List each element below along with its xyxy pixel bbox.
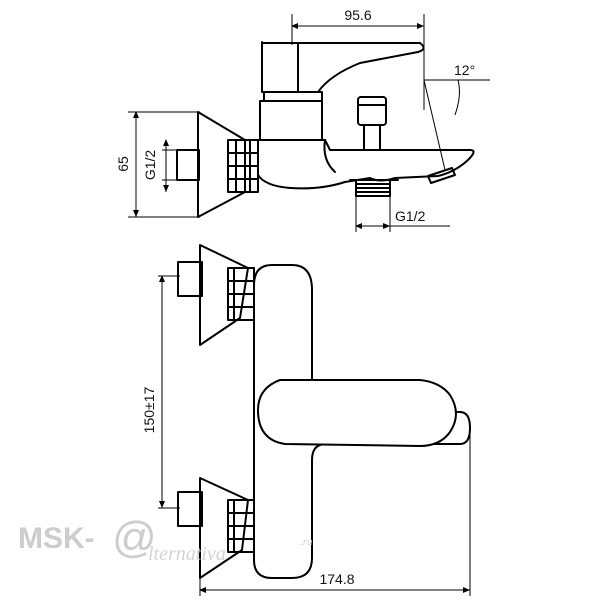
dimension-angle: 12° [423,62,490,171]
thread-left-label: G1/2 [142,150,158,181]
watermark-brand: MSK- [18,522,95,555]
front-view [177,244,471,579]
dimension-center-distance: 150±17 [141,275,180,509]
center-distance-label: 150±17 [141,386,157,433]
dimension-total-width: 174.8 [199,428,471,596]
side-view [176,41,475,218]
watermark: MSK- @ lternativa .ru [18,513,313,565]
dimension-thread-bottom: G1/2 [355,196,450,232]
watermark-at-symbol: @ [112,513,157,562]
dimension-height: 65 [115,111,200,218]
height-label: 65 [115,156,131,172]
dimension-thread-left: G1/2 [142,139,180,192]
thread-bottom-label: G1/2 [395,208,426,224]
watermark-suffix: .ru [300,536,313,548]
dimension-top-width: 95.6 [291,7,425,110]
top-width-label: 95.6 [344,7,371,23]
watermark-script: lternativa [148,543,226,565]
angle-label: 12° [454,62,475,78]
total-width-label: 174.8 [319,571,354,587]
